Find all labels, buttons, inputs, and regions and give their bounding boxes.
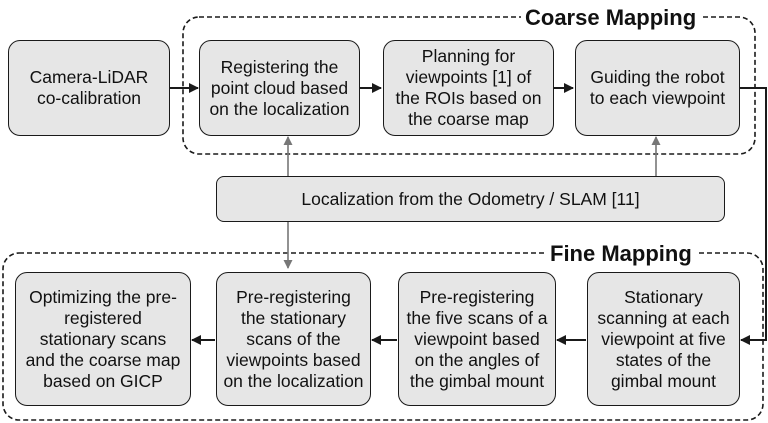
optimizing-gicp-label: Optimizing the pre- registered stationar… bbox=[25, 286, 181, 391]
registering-point-cloud-label: Registering the point cloud based on the… bbox=[209, 56, 350, 119]
stationary-scanning-node: Stationary scanning at each viewpoint at… bbox=[587, 272, 740, 406]
stationary-scanning-label: Stationary scanning at each viewpoint at… bbox=[597, 286, 730, 391]
coarse-mapping-group-outline bbox=[182, 16, 756, 155]
optimizing-gicp-node: Optimizing the pre- registered stationar… bbox=[15, 272, 191, 406]
camera-lidar-calibration-node: Camera-LiDAR co-calibration bbox=[8, 40, 170, 136]
localization-node: Localization from the Odometry / SLAM [1… bbox=[216, 176, 725, 222]
coarse-mapping-title: Coarse Mapping bbox=[521, 6, 701, 30]
fine-mapping-group-outline bbox=[2, 252, 764, 421]
pre-registering-stationary-scans-node: Pre-registering the stationary scans of … bbox=[216, 272, 371, 406]
fine-mapping-title: Fine Mapping bbox=[546, 242, 696, 266]
guiding-robot-node: Guiding the robot to each viewpoint bbox=[575, 40, 740, 136]
pre-registering-five-scans-label: Pre-registering the five scans of a view… bbox=[406, 286, 548, 391]
viewpoint-planning-node: Planning for viewpoints [1] of the ROIs … bbox=[383, 40, 554, 136]
guiding-robot-label: Guiding the robot to each viewpoint bbox=[589, 67, 726, 108]
arrow-guiding-to-stationary bbox=[740, 87, 767, 345]
camera-lidar-calibration-label: Camera-LiDAR co-calibration bbox=[29, 67, 149, 108]
localization-label: Localization from the Odometry / SLAM [1… bbox=[301, 188, 640, 209]
viewpoint-planning-label: Planning for viewpoints [1] of the ROIs … bbox=[395, 46, 542, 129]
registering-point-cloud-node: Registering the point cloud based on the… bbox=[199, 40, 360, 136]
pre-registering-five-scans-node: Pre-registering the five scans of a view… bbox=[398, 272, 556, 406]
pre-registering-stationary-scans-label: Pre-registering the stationary scans of … bbox=[223, 286, 364, 391]
